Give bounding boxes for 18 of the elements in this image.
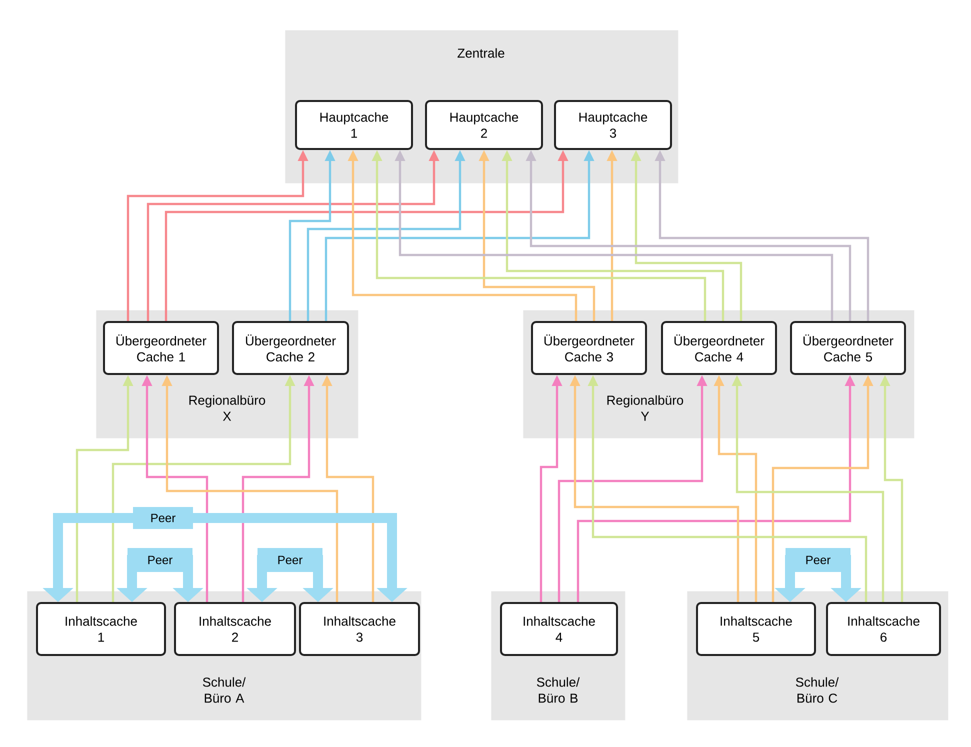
cache-box: Übergeordneter Cache 3: [531, 321, 647, 375]
cache-box: Übergeordneter Cache 4: [661, 321, 777, 375]
cache-box: Inhaltscache 5: [696, 602, 816, 656]
cache-box: Inhaltscache 3: [299, 602, 420, 656]
cache-box: Inhaltscache 6: [826, 602, 942, 656]
cache-box: Übergeordneter Cache 5: [790, 321, 906, 375]
cache-box: Inhaltscache 1: [36, 602, 166, 656]
edge-label: Peer: [786, 548, 850, 572]
cache-box: Inhaltscache 4: [500, 602, 618, 656]
cache-box: Übergeordneter Cache 2: [232, 321, 349, 375]
cache-box: Hauptcache 3: [554, 100, 672, 150]
edge-label: Peer: [133, 507, 193, 529]
edge-label: Peer: [128, 548, 192, 572]
edge-label: Peer: [258, 548, 322, 572]
cache-box: Hauptcache 2: [425, 100, 543, 150]
cache-box: Hauptcache 1: [295, 100, 413, 150]
cache-box: Übergeordneter Cache 1: [103, 321, 219, 375]
cache-box: Inhaltscache 2: [174, 602, 296, 656]
